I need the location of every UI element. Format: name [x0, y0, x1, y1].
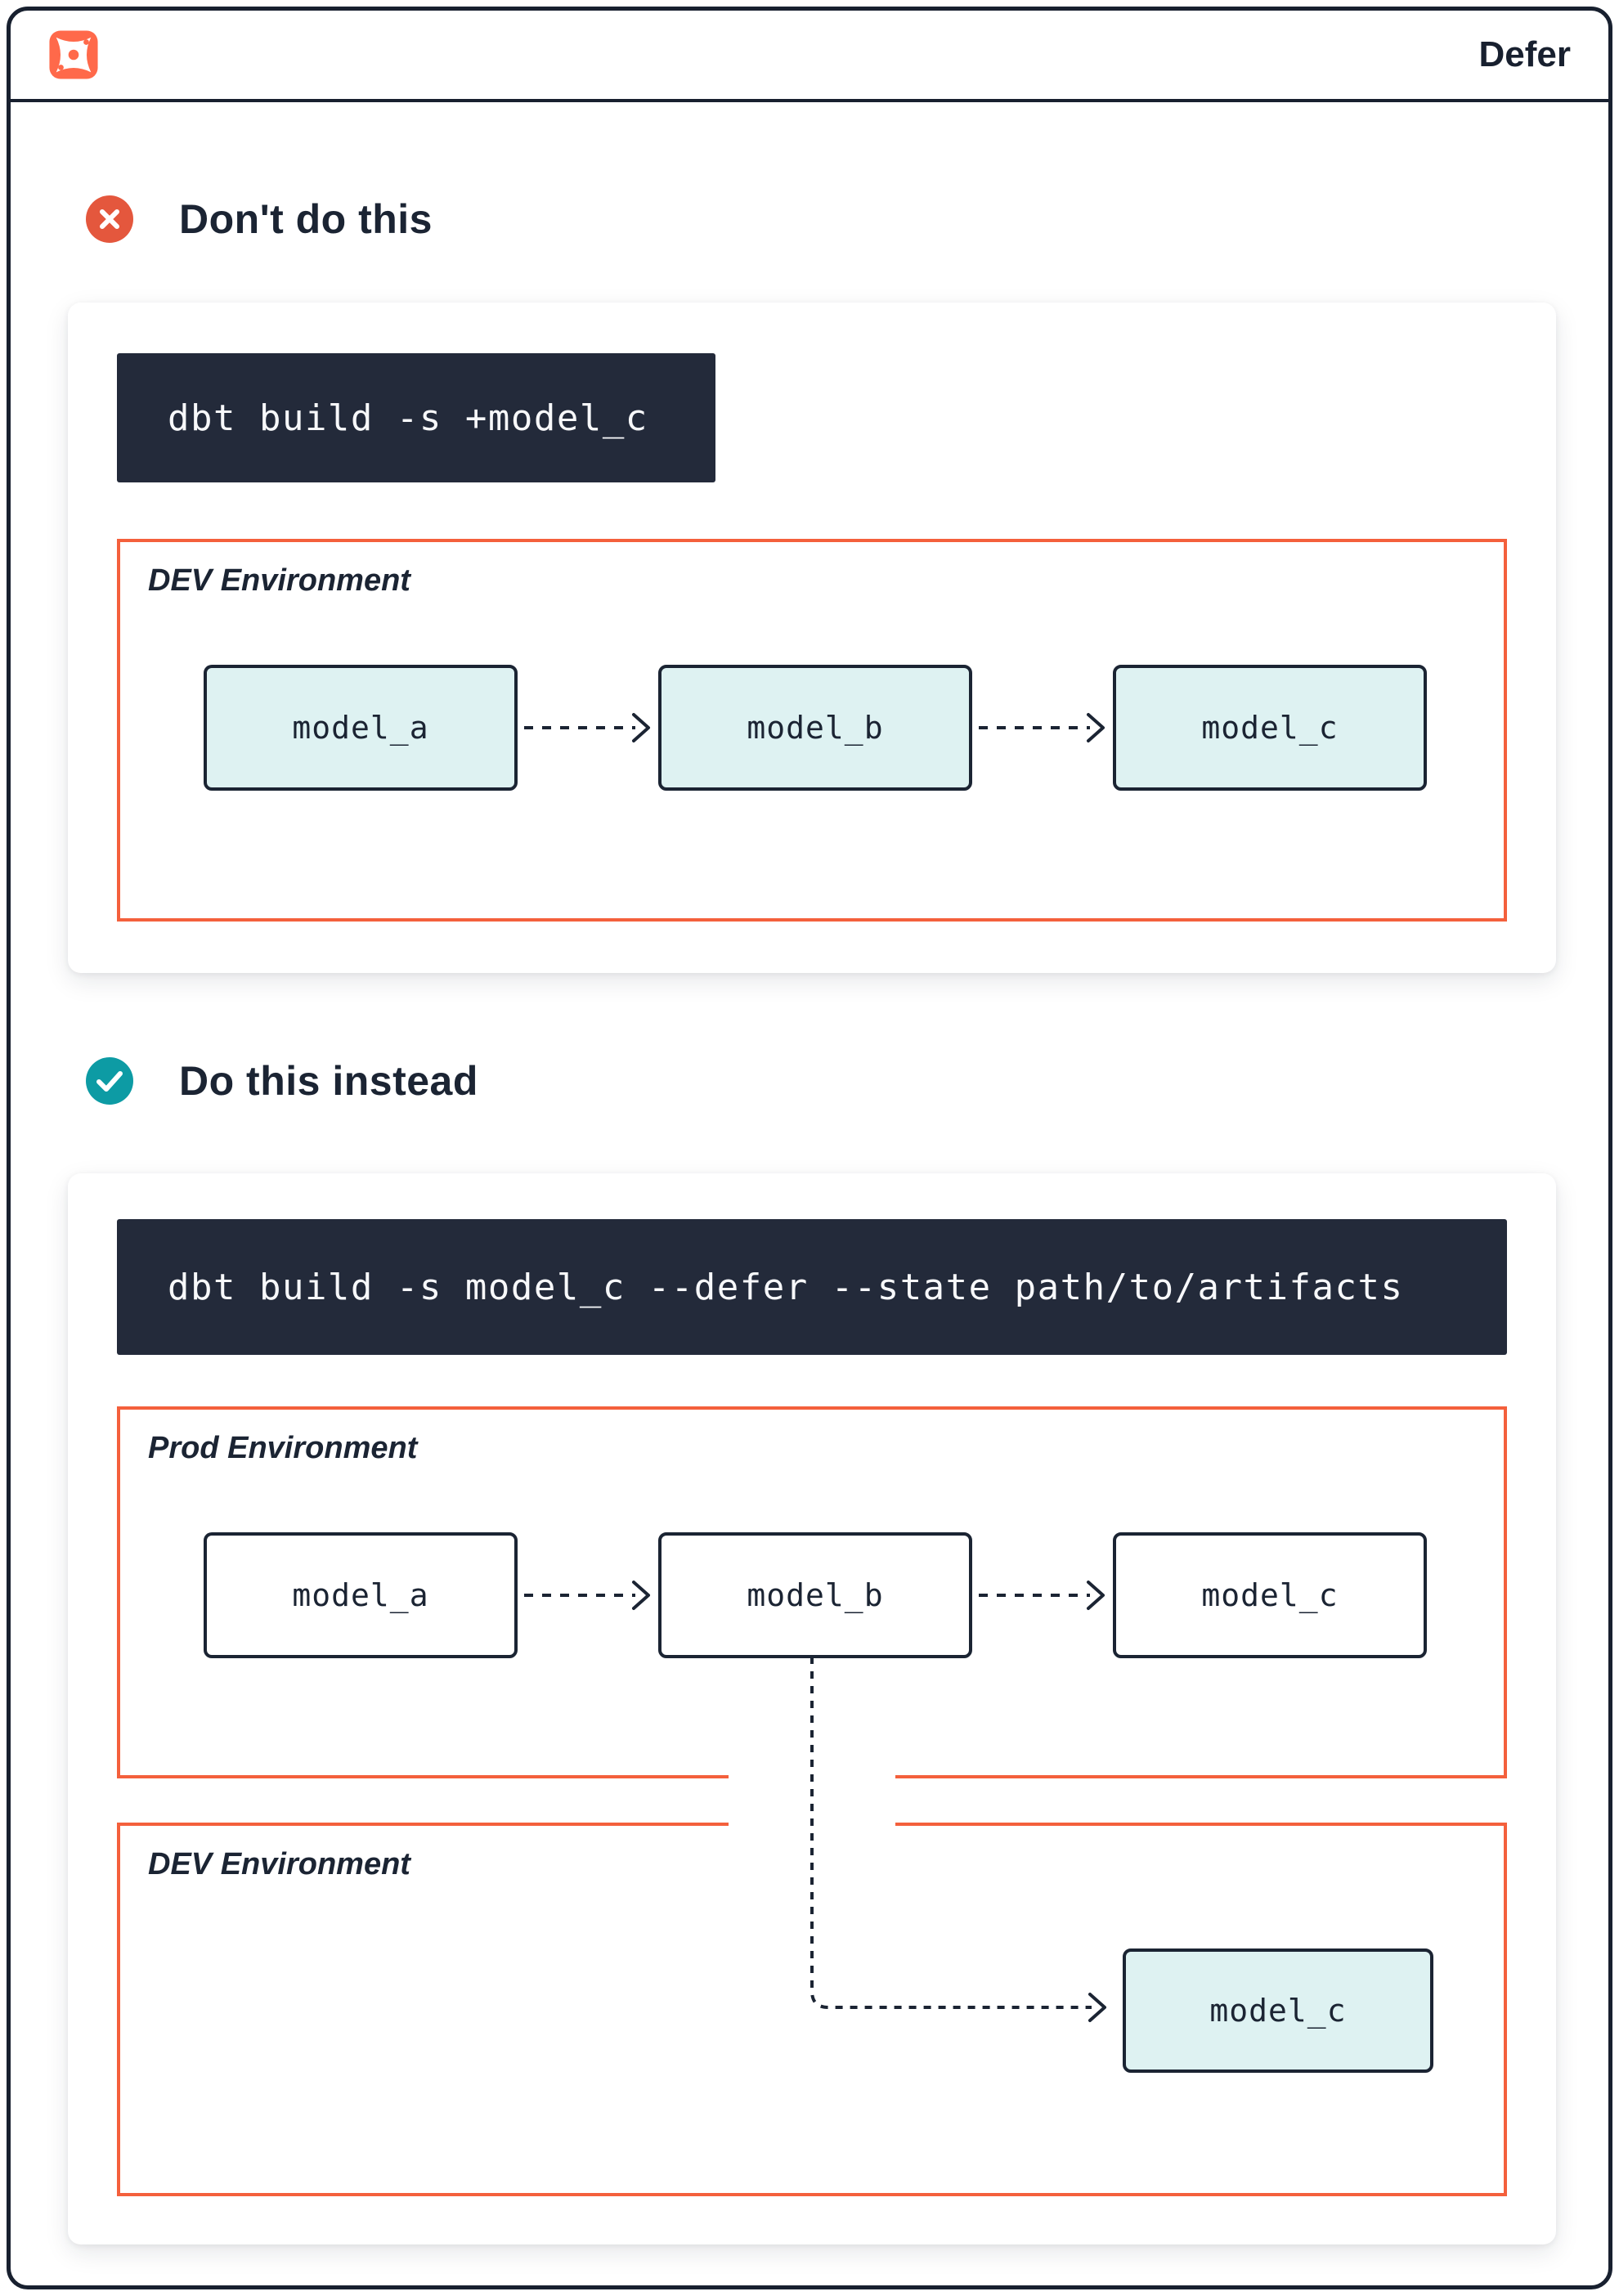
x-circle-icon	[86, 195, 133, 243]
window-frame: Defer Don't do this dbt build -s +model_…	[7, 7, 1612, 2289]
dashed-arrow-icon	[979, 713, 1105, 742]
dbt-logo-icon	[48, 29, 99, 80]
check-circle-icon	[86, 1057, 133, 1105]
dashed-arrow-icon	[524, 1581, 650, 1610]
dashed-arrow-icon	[979, 1581, 1105, 1610]
dont-card: dbt build -s +model_c DEV Environment mo…	[68, 303, 1556, 973]
dont-command-code: dbt build -s +model_c	[117, 353, 715, 482]
page-title: Defer	[1478, 34, 1572, 74]
environment-label: DEV Environment	[148, 563, 410, 598]
model-a-box: model_a	[204, 665, 518, 791]
dashed-arrow-icon	[524, 713, 650, 742]
model-b-box: model_b	[658, 1532, 972, 1658]
model-c-box: model_c	[1113, 665, 1427, 791]
environment-label: Prod Environment	[148, 1431, 418, 1465]
do-card: dbt build -s model_c --defer --state pat…	[68, 1173, 1556, 2244]
border-gap	[729, 1772, 895, 1783]
dont-section-heading: Don't do this	[86, 195, 433, 243]
environment-label: DEV Environment	[148, 1847, 410, 1881]
dev-environment-box: DEV Environment model_c	[117, 1823, 1507, 2196]
deferred-model-c-box: model_c	[1123, 1948, 1433, 2073]
do-heading: Do this instead	[179, 1058, 478, 1104]
do-section-heading: Do this instead	[86, 1057, 478, 1105]
dont-heading: Don't do this	[179, 196, 433, 242]
titlebar: Defer	[11, 11, 1608, 102]
dont-dev-environment-box: DEV Environment model_a model_b model_c	[117, 539, 1507, 922]
prod-environment-box: Prod Environment model_a model_b model_c	[117, 1406, 1507, 1778]
model-c-box: model_c	[1113, 1532, 1427, 1658]
model-a-box: model_a	[204, 1532, 518, 1658]
border-gap	[729, 1818, 895, 1829]
do-command-code: dbt build -s model_c --defer --state pat…	[117, 1219, 1507, 1355]
model-b-box: model_b	[658, 665, 972, 791]
